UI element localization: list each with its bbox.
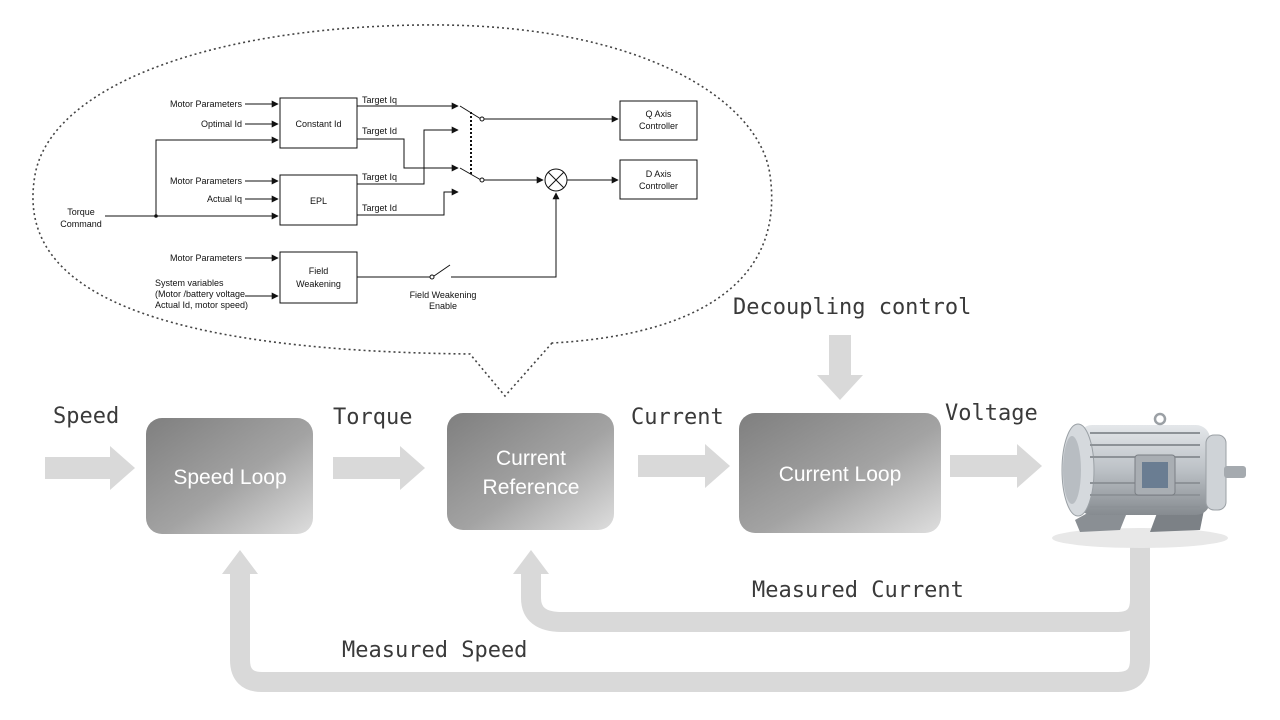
current-reference-block: Current Reference — [447, 413, 614, 530]
input-system-variables-3: Actual Id, motor speed) — [155, 300, 248, 310]
input-motor-parameters-3: Motor Parameters — [170, 253, 243, 263]
field-weakening-label-2: Weakening — [296, 279, 341, 289]
measured-current-label: Measured Current — [752, 578, 964, 603]
speed-arrow — [45, 446, 135, 490]
epl-label: EPL — [310, 196, 327, 206]
detail-bubble — [32, 24, 773, 398]
field-weakening-block — [279, 251, 358, 304]
signal-target-id-2: Target Id — [362, 203, 397, 213]
decoupling-control-label: Decoupling control — [733, 295, 971, 320]
d-axis-controller-block — [619, 159, 698, 200]
detail-diagram: Constant Id EPL Field Weakening Q Axis C… — [60, 95, 698, 311]
field-weakening-enable-2: Enable — [429, 301, 457, 311]
signal-target-id-1: Target Id — [362, 126, 397, 136]
input-system-variables-1: System variables — [155, 278, 224, 288]
q-axis-label-2: Controller — [639, 121, 678, 131]
constant-id-label: Constant Id — [295, 119, 341, 129]
voltage-label: Voltage — [945, 401, 1038, 426]
current-reference-label-2: Reference — [483, 476, 580, 499]
input-torque-command-2: Command — [60, 219, 102, 229]
constant-id-block — [279, 97, 358, 149]
input-optimal-id: Optimal Id — [201, 119, 242, 129]
current-loop-block: Current Loop — [739, 413, 941, 533]
speed-loop-label: Speed Loop — [173, 466, 286, 489]
field-weakening-enable-1: Field Weakening — [410, 290, 477, 300]
signal-target-iq-1: Target Iq — [362, 95, 397, 105]
input-torque-command-1: Torque — [67, 207, 95, 217]
signal-target-iq-2: Target Iq — [362, 172, 397, 182]
input-motor-parameters-1: Motor Parameters — [170, 99, 243, 109]
torque-arrow — [333, 446, 425, 490]
speed-loop-block: Speed Loop — [146, 418, 313, 534]
current-arrow — [638, 444, 730, 488]
torque-label: Torque — [333, 405, 412, 430]
input-motor-parameters-2: Motor Parameters — [170, 176, 243, 186]
current-loop-label: Current Loop — [779, 463, 902, 486]
d-axis-label-2: Controller — [639, 181, 678, 191]
field-weakening-label-1: Field — [309, 266, 329, 276]
voltage-arrow — [950, 444, 1042, 488]
current-reference-label-1: Current — [496, 447, 566, 470]
current-label: Current — [631, 405, 724, 430]
measured-speed-label: Measured Speed — [342, 638, 527, 663]
electric-motor-image — [1052, 412, 1246, 548]
q-axis-label-1: Q Axis — [645, 109, 672, 119]
decoupling-arrow — [817, 335, 863, 400]
speed-label: Speed — [53, 404, 119, 429]
input-actual-iq: Actual Iq — [207, 194, 242, 204]
input-system-variables-2: (Motor /battery voltage — [155, 289, 245, 299]
q-axis-controller-block — [619, 100, 698, 141]
measured-speed-feedback — [230, 572, 1150, 692]
d-axis-label-1: D Axis — [646, 169, 672, 179]
epl-block — [279, 174, 358, 226]
